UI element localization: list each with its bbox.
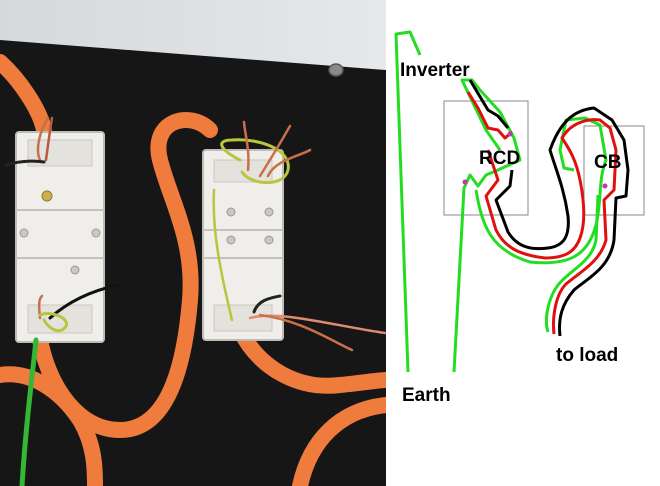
rcd-label: RCD [479,148,520,169]
wiring-photo [0,0,394,486]
mounting-screw [328,63,344,77]
orange-conduit [0,54,394,486]
to-load-label: to load [556,345,618,366]
live-wire [466,91,618,335]
earth-label: Earth [402,385,451,406]
enclosure-right [202,149,284,341]
neutral-wire [468,79,630,337]
photo-wires [4,116,387,486]
rcd-box [443,100,529,216]
earth-wire-2 [452,78,522,373]
cb-label: CB [594,152,621,173]
schematic-diagram: Inverter RCD CB Earth to load [386,0,660,486]
earth-wire [394,30,422,373]
rcd-terminal-dot [507,131,513,137]
cb-terminal-dot [602,183,608,189]
rcd-terminal-dot-2 [462,179,468,185]
inverter-label: Inverter [400,60,470,81]
load-earth-wire [474,116,608,333]
